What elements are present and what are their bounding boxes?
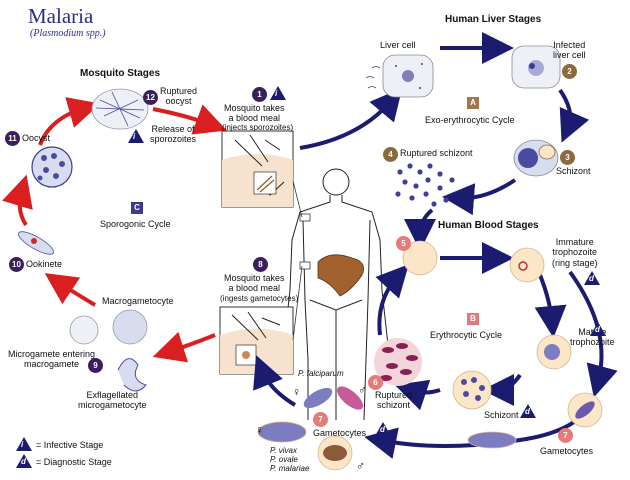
- female-symbol-bottom: ♀: [255, 423, 264, 437]
- step-5-badge: 5: [396, 236, 411, 251]
- ookinete-text: Ookinete: [26, 259, 63, 269]
- arm-bandage-top: [299, 213, 311, 222]
- female-symbol-top: ♀: [292, 385, 301, 399]
- oocyst-text: Oocyst: [22, 133, 51, 143]
- blood-schizont-text: Schizont: [484, 410, 519, 420]
- rbc-graphic: [402, 240, 438, 276]
- step-2-text: Infected liver cell: [553, 40, 586, 61]
- step-3-badge: 3: [560, 150, 575, 165]
- schizont-blood-graphic: [452, 370, 492, 410]
- diagnostic-stage-icon-1: d: [584, 271, 600, 285]
- release-sporozoites-text: Release of sporozoites: [150, 124, 197, 145]
- cycle-c-name: Sporogonic Cycle: [100, 219, 171, 229]
- macrogametocyte-graphic: [112, 309, 148, 345]
- male-symbol-top: ♂: [358, 383, 367, 397]
- liver-cell-label: Liver cell: [380, 40, 416, 50]
- step-6-badge: 6: [368, 375, 383, 390]
- gametocytes-left-text: Gametocytes: [313, 428, 367, 438]
- step-8-text: Mosquito takes a blood meal: [224, 273, 285, 294]
- step-7-badge-left: 7: [313, 412, 328, 427]
- step-11-badge: 11: [5, 131, 20, 146]
- diagram-title: Malaria: [28, 4, 94, 28]
- diagnostic-stage-icon-4: d: [375, 422, 391, 436]
- step-4-badge: 4: [383, 147, 398, 162]
- step-2-badge: 2: [562, 64, 577, 79]
- ruptured-blood-schizont-text: Ruptured schizont: [375, 390, 413, 411]
- diagnostic-stage-icon-2: d: [590, 322, 606, 336]
- infected-liver-cell-graphic: [511, 45, 561, 89]
- ruptured-schizont-graphic: [395, 163, 455, 207]
- exflag-graphic: [117, 358, 147, 392]
- ruptured-oocyst-text: Ruptured oocyst: [160, 86, 198, 107]
- cycle-c-marker: C: [131, 202, 143, 214]
- blood-stages-heading: Human Blood Stages: [438, 220, 539, 231]
- arm-bandage-bottom: [299, 261, 311, 270]
- species-falciparum: P. falciparum: [298, 369, 344, 378]
- legend-diagnostic-icon: d: [16, 454, 32, 468]
- step-10-badge: 10: [9, 257, 24, 272]
- cycle-b-name: Erythrocytic Cycle: [430, 330, 503, 340]
- step-7-badge-right: 7: [558, 428, 573, 443]
- cycle-a-name: Exo-erythrocytic Cycle: [425, 115, 515, 125]
- microgamete-graphic: [69, 315, 99, 345]
- step-8-subtext: (ingests gametocytes): [220, 294, 299, 303]
- cycle-b-marker: B: [467, 313, 479, 325]
- diagram-subtitle: (Plasmodium spp.): [30, 28, 106, 39]
- step-12-badge: 12: [143, 90, 158, 105]
- step-1-badge: 1: [252, 87, 267, 102]
- macrogametocyte-text: Macrogametocyte: [102, 296, 174, 306]
- step-1-subtext: (injects sporozoites): [222, 123, 294, 132]
- schizont-liver-graphic: [513, 139, 559, 177]
- legend-diagnostic-text: = Diagnostic Stage: [36, 457, 112, 467]
- step-3-text: Schizont: [556, 166, 591, 176]
- step-9-badge: 9: [88, 358, 103, 373]
- liver-stages-heading: Human Liver Stages: [445, 14, 542, 25]
- infective-stage-icon-2: i: [128, 129, 144, 143]
- mosquito-stages-heading: Mosquito Stages: [80, 68, 161, 79]
- ruptured-oocyst-graphic: [91, 88, 149, 130]
- microgamete-text: Microgamete entering macrogamete: [8, 349, 96, 370]
- legend-infective-icon: i: [16, 437, 32, 451]
- male-symbol-bottom: ♂: [356, 459, 365, 473]
- step-4-text: Ruptured schizont: [400, 148, 473, 158]
- oocyst-graphic: [31, 146, 73, 188]
- liver-organ: [317, 254, 365, 297]
- exflagellated-text: Exflagellated microgametocyte: [78, 390, 147, 411]
- step-8-badge: 8: [253, 257, 268, 272]
- liver-cell-graphic: [365, 54, 434, 98]
- species-others: P. vivax P. ovale P. malariae: [270, 446, 310, 474]
- cycle-a-marker: A: [467, 97, 479, 109]
- infective-stage-icon-1: i: [270, 86, 286, 100]
- immature-trophozoite-text: Immature trophozoite (ring stage): [552, 237, 598, 268]
- legend-infective-text: = Infective Stage: [36, 440, 104, 450]
- step-1-text: Mosquito takes a blood meal: [224, 103, 285, 124]
- gametocytes-right-text: Gametocytes: [540, 446, 594, 456]
- ruptured-blood-schizont-graphic: [374, 338, 422, 386]
- diagnostic-stage-icon-3: d: [520, 404, 536, 418]
